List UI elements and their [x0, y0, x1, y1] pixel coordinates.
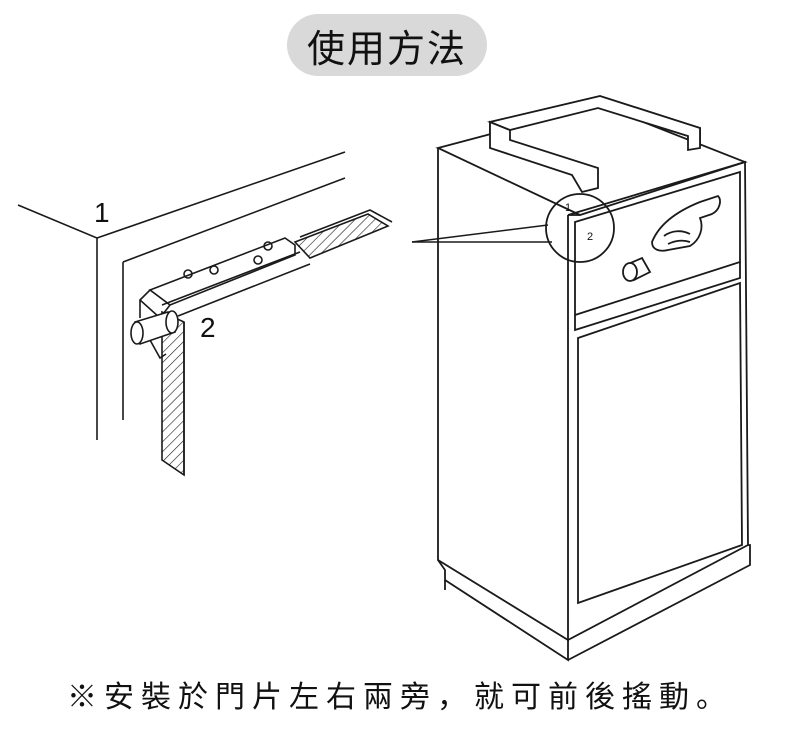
usage-caption: ※安裝於門片左右兩旁，就可前後搖動。: [67, 680, 733, 715]
cabinet-illustration: [435, 95, 751, 662]
hinge-detail-view: [17, 151, 552, 477]
detail-label-1: 1: [94, 197, 110, 228]
page-title: 使用方法: [306, 26, 467, 71]
detail-label-2: 2: [200, 312, 216, 343]
title-badge: 使用方法: [287, 14, 487, 76]
callout-label-2: 2: [587, 231, 593, 243]
callout-label-1: 1: [565, 202, 571, 214]
